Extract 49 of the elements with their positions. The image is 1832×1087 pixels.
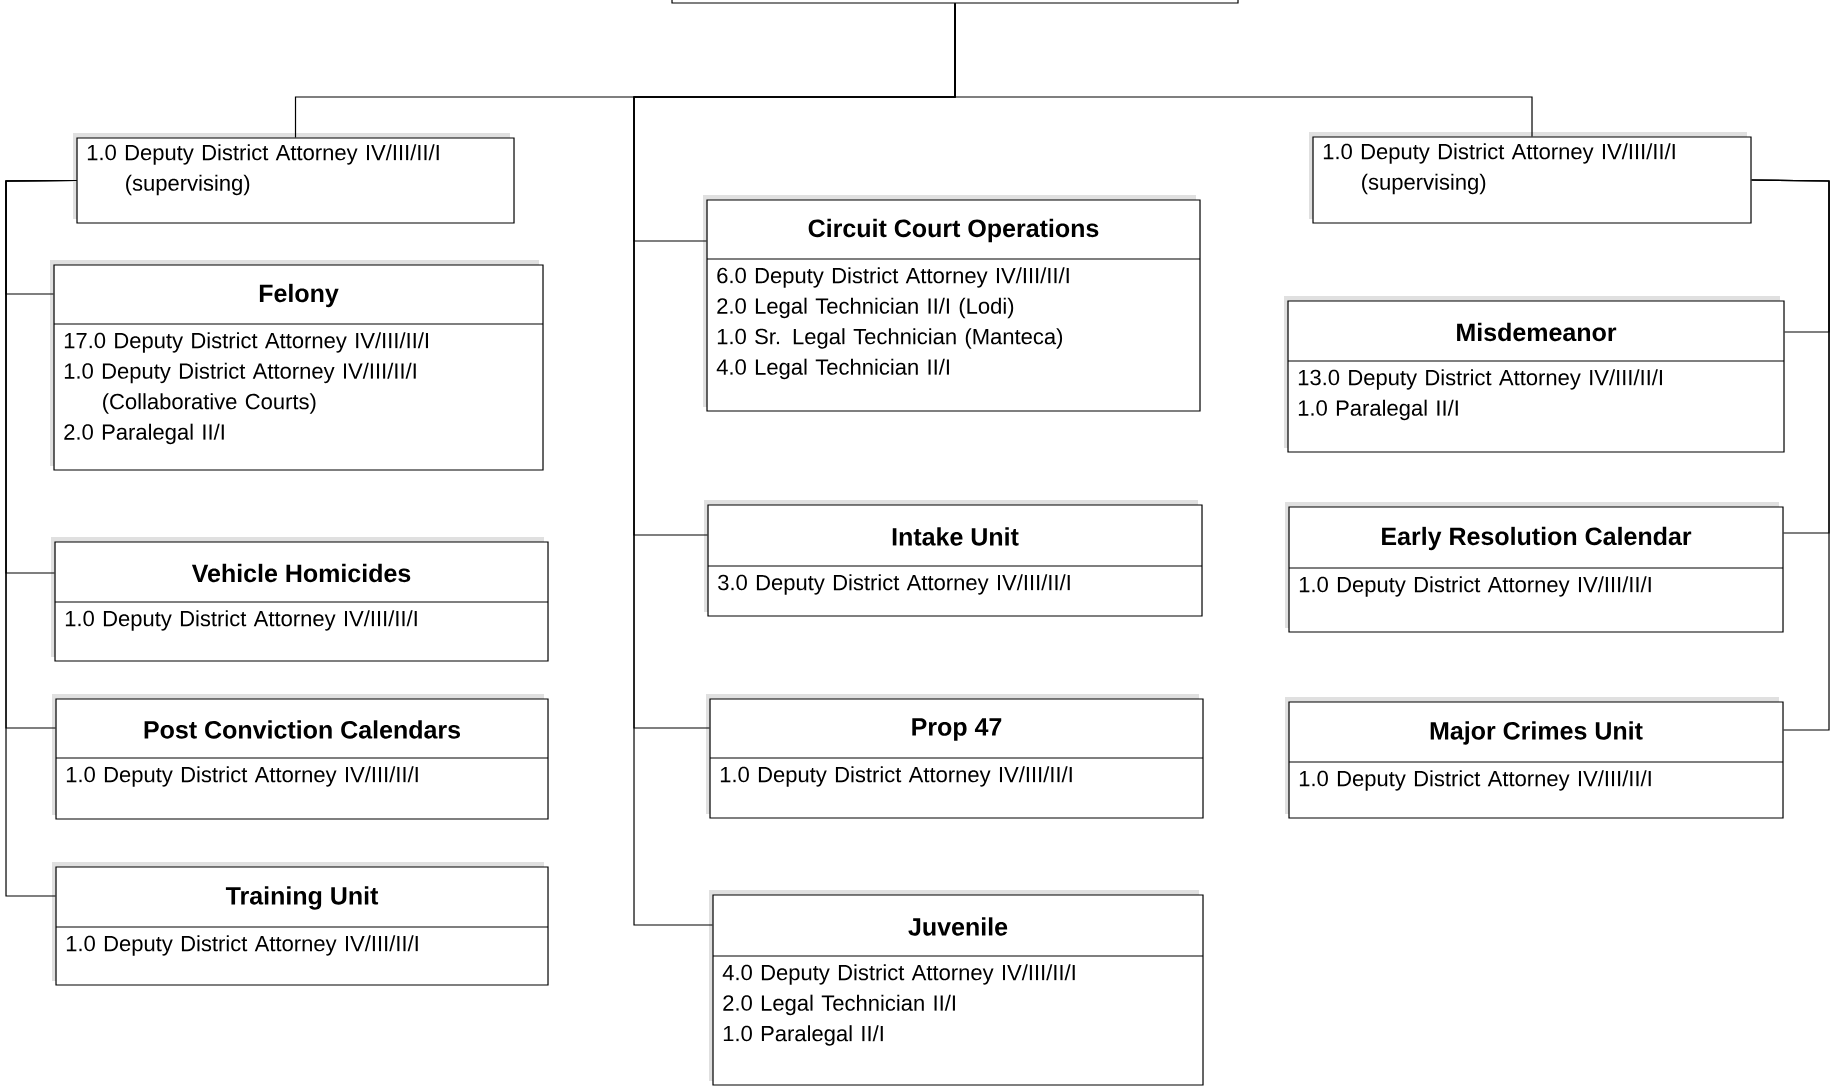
- unit-title: Vehicle Homicides: [191, 563, 411, 583]
- staff-line: 1.0 Deputy District Attorney IV/III/II/I: [66, 935, 418, 956]
- unit-box: [73, 133, 515, 224]
- unit-title: Misdemeanor: [1457, 322, 1617, 342]
- staff-line: 1.0 Deputy District Attorney IV/III/II/I (supervising): [87, 144, 439, 196]
- unit-box: [706, 694, 1204, 819]
- unit-title: Juvenile: [908, 917, 1008, 936]
- staff-line: 4.0 Deputy District Attorney IV/III/II/I: [722, 964, 1075, 985]
- unit-box: [1285, 502, 1784, 633]
- unit-box: [703, 195, 1201, 412]
- unit-box: [52, 694, 549, 820]
- staff-line: 1.0 Deputy District Attorney IV/III/II/I: [65, 610, 417, 631]
- unit-box: [50, 260, 544, 471]
- staff-line: 2.0 Legal Technician II/I: [723, 994, 955, 1016]
- connector-line: [1751, 179, 1830, 731]
- unit-box: [709, 890, 1204, 1086]
- staff-line: 4.0 Legal Technician II/I: [716, 358, 949, 380]
- unit-title: Major Crimes Unit: [1430, 721, 1643, 745]
- staff-line: 1.0 Deputy District Attorney IV/III/II/I: [1299, 576, 1651, 597]
- staff-line: 1.0 Deputy District Attorney IV/III/II/I (supervising): [1323, 143, 1675, 195]
- connector-line: [954, 3, 1533, 137]
- connector-line: [5, 179, 77, 897]
- unit-box: [1309, 132, 1752, 224]
- unit-title: Training Unit: [225, 886, 379, 910]
- staff-line: 1.0 Paralegal II/I: [1298, 399, 1458, 421]
- staff-line: 3.0 Deputy District Attorney IV/III/II/I: [718, 574, 1070, 595]
- unit-box: [1284, 296, 1785, 453]
- unit-box: [704, 500, 1203, 617]
- staff-line: 1.0 Deputy District Attorney IV/III/II/I: [66, 766, 418, 787]
- staff-line: 2.0 Legal Technician II/I (Lodi): [717, 297, 1014, 319]
- unit-title: Early Resolution Calendar: [1382, 526, 1692, 551]
- unit-title: Intake Unit: [892, 527, 1019, 546]
- staff-line: 13.0 Deputy District Attorney IV/III/II/I: [1298, 369, 1662, 390]
- unit-title: Circuit Court Operations: [808, 218, 1099, 243]
- staff-line: 1.0 Paralegal II/I: [723, 1025, 883, 1046]
- unit-box: [52, 862, 549, 986]
- org-box: [671, 0, 1239, 4]
- unit-title: Felony: [259, 283, 339, 308]
- staff-line: 1.0 Sr. Legal Technician (Manteca): [717, 328, 1063, 349]
- staff-line: 1.0 Deputy District Attorney IV/III/II/I (Collaborative Courts): [64, 362, 416, 414]
- staff-line: 1.0 Deputy District Attorney IV/III/II/I: [720, 766, 1072, 787]
- unit-box: [1285, 697, 1784, 819]
- staff-line: 2.0 Paralegal II/I: [64, 423, 224, 445]
- unit-title: Prop 47: [912, 718, 1002, 741]
- unit-title: Post Conviction Calendars: [144, 720, 461, 739]
- unit-box: [51, 537, 549, 662]
- staff-line: 1.0 Deputy District Attorney IV/III/II/I: [1299, 770, 1651, 791]
- staff-line: 6.0 Deputy District Attorney IV/III/II/I: [717, 267, 1069, 288]
- staff-line: 17.0 Deputy District Attorney IV/III/II/I: [64, 332, 428, 353]
